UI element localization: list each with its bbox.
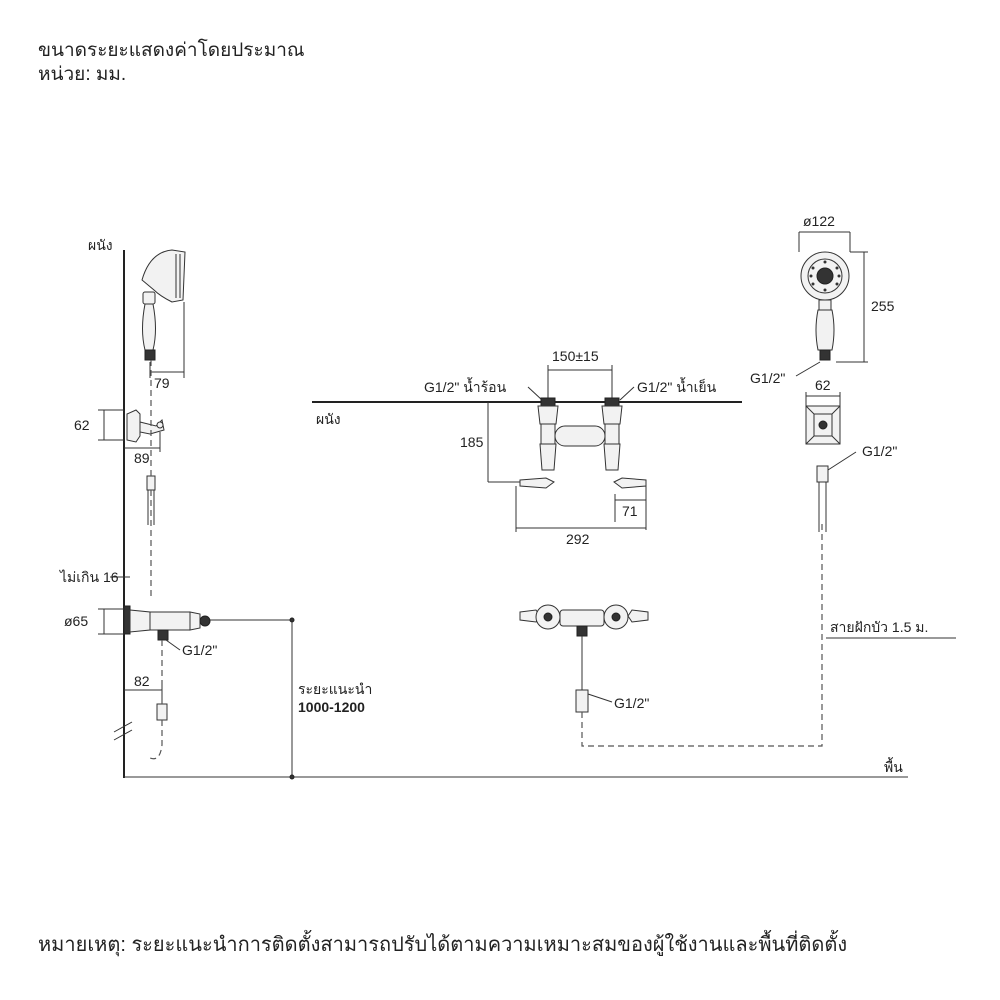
dim-122: ø122 [803,213,835,229]
unit-note: หน่วย: มม. [38,64,127,85]
dim-82: 82 [134,673,150,689]
dim-65: ø65 [64,613,88,629]
hose-connector-upper [146,475,156,491]
side-view: ผนัง พื้น 79 62 89 [59,237,908,780]
center-wall-label: ผนัง [316,411,341,427]
shower-holder-front [805,405,841,445]
right-hose-connector [816,465,829,483]
install-height-value: 1000-1200 [298,699,365,715]
dim-89: 89 [134,450,150,466]
cold-inlet-label: G1/2" น้ำเย็น [637,377,717,395]
hose-length-label: สายฝักบัว 1.5 ม. [830,619,928,635]
dim-62-left: 62 [74,417,90,433]
g-right-head-label: G1/2" [750,370,785,386]
dim-255: 255 [871,298,895,314]
dim-185: 185 [460,434,484,450]
installation-footnote: หมายเหตุ: ระยะแนะนำการติดตั้งสามารถปรับไ… [38,934,848,956]
hand-shower-head [800,251,850,361]
mixer-front [519,604,649,637]
left-wall-label: ผนัง [88,237,113,253]
dim-79: 79 [154,375,170,391]
top-view: ผนัง 150±15 G1/2" น้ำร้อน G1/2" น้ำเย็น … [312,348,742,547]
mixer-side: ไม่เกิน 16 [59,569,211,641]
g-center-label: G1/2" [614,695,649,711]
mixer-top [519,397,647,489]
dim-62-right: 62 [815,377,831,393]
install-height-label: ระยะแนะนำ [298,681,372,697]
dim-150: 150±15 [552,348,599,364]
g-right-holder-label: G1/2" [862,443,897,459]
hose-connector-lower [156,703,168,721]
dim-max-16: ไม่เกิน 16 [59,569,119,585]
dim-292: 292 [566,531,590,547]
dim-71: 71 [622,503,638,519]
g-side-label: G1/2" [182,642,217,658]
center-hose-connector [575,689,589,713]
hot-inlet-label: G1/2" น้ำร้อน [424,377,507,395]
front-view: G1/2" [519,520,823,747]
floor-label: พื้น [884,757,903,775]
hand-shower-side [141,249,186,361]
hand-shower-front-view: ø122 255 G1/2" 62 [750,213,956,639]
approx-dimensions-note: ขนาดระยะแสดงค่าโดยประมาณ [38,40,305,61]
shower-holder-side [126,409,165,443]
